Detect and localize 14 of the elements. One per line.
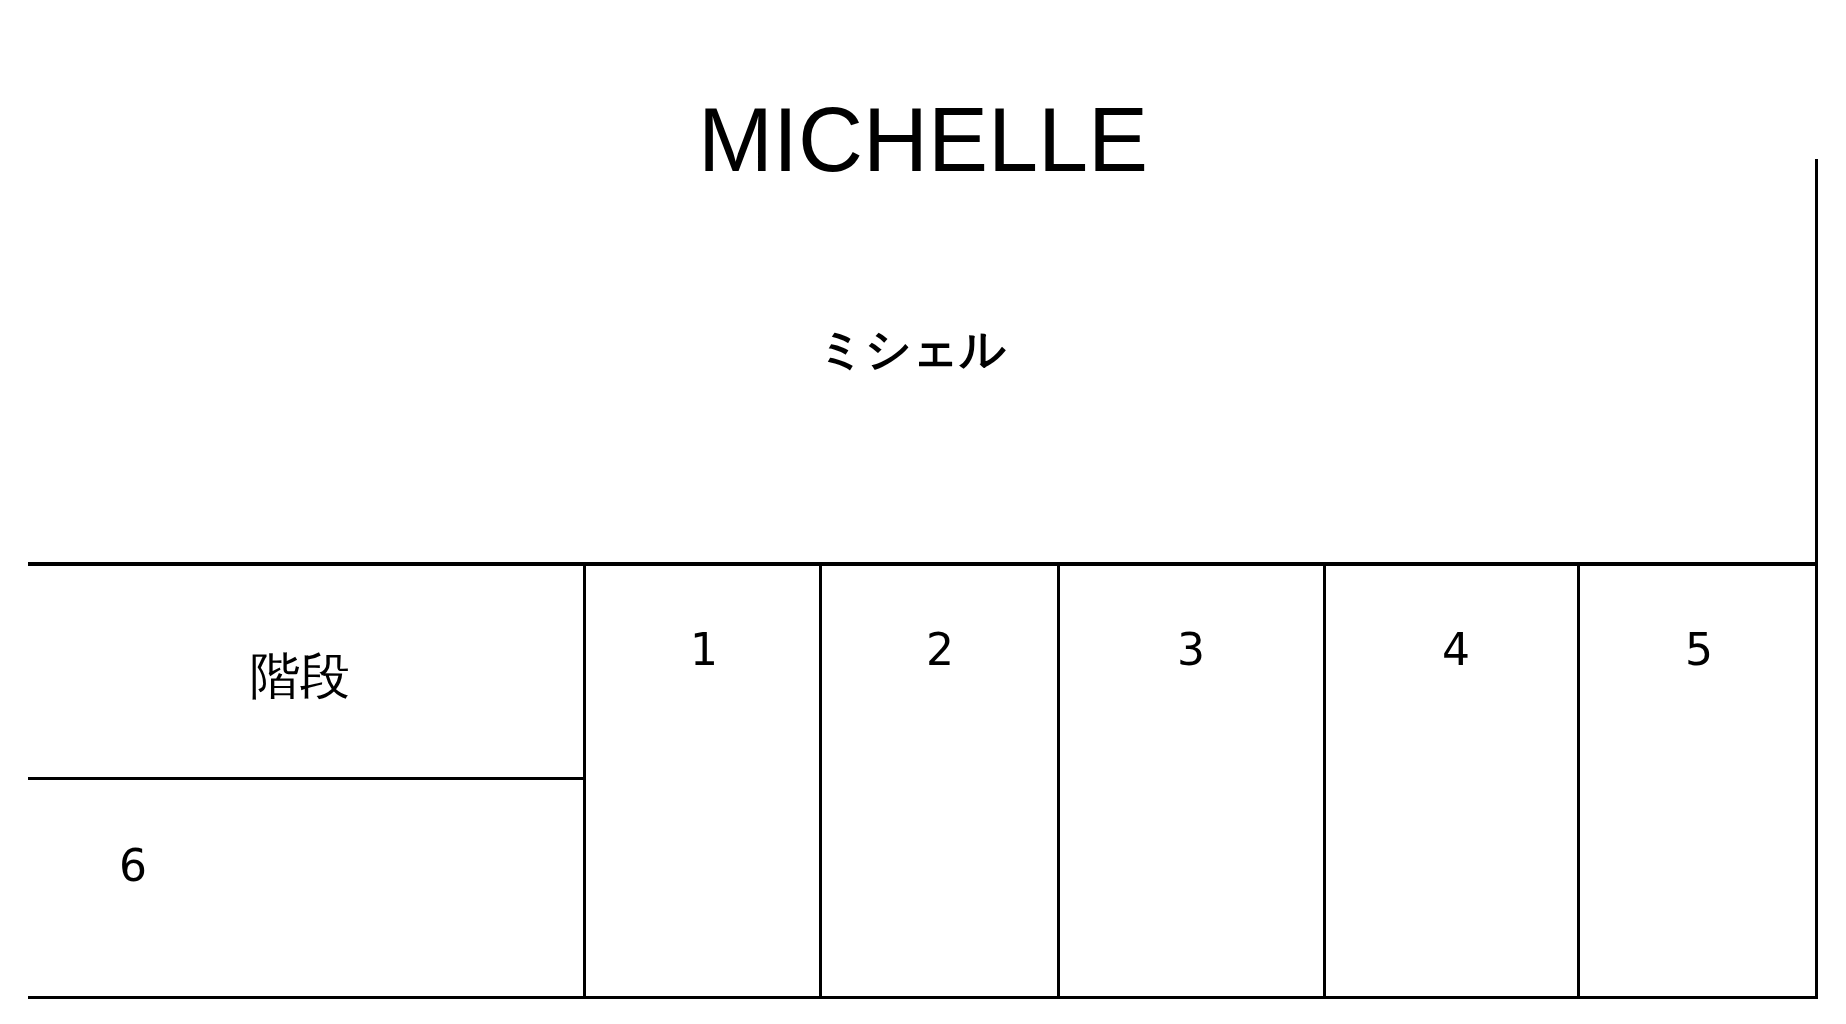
parking-space [1577,563,1818,999]
space-number: 4 [1442,628,1470,672]
space-number: 6 [119,844,147,888]
stairs-label: 階段 [250,651,350,701]
space-number: 1 [690,628,718,672]
building-name-title: MICHELLE [696,95,1150,185]
parking-space [1057,563,1326,999]
space-number: 2 [926,628,954,672]
parking-space [1323,563,1580,999]
parking-space [583,563,822,999]
space-number: 5 [1685,628,1713,672]
building-label: ミシェル [818,326,1006,372]
parking-space [819,563,1060,999]
space-number: 3 [1177,628,1205,672]
